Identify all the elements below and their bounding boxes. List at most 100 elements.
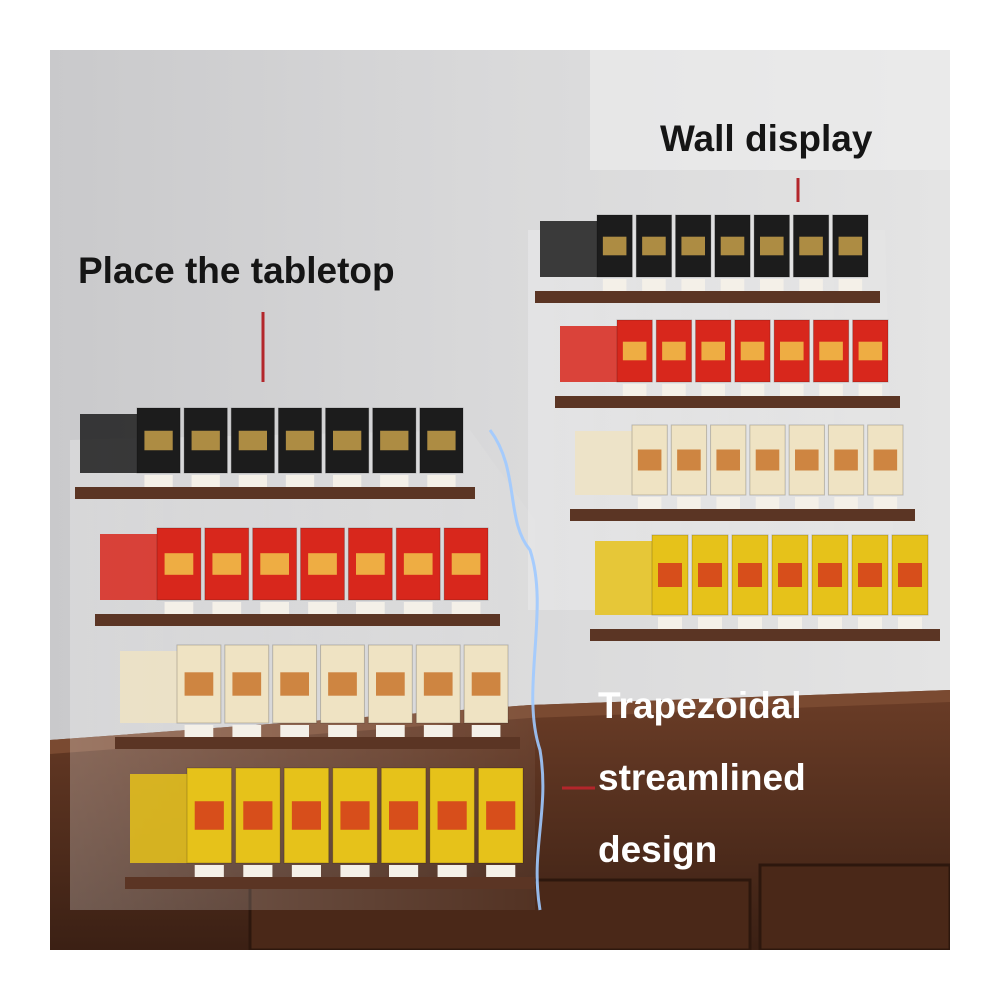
pack-emblem bbox=[427, 430, 456, 451]
price-tag bbox=[427, 475, 456, 487]
pack-emblem bbox=[898, 563, 922, 587]
pack-emblem bbox=[232, 672, 262, 696]
pack-emblem bbox=[698, 563, 722, 587]
pack-emblem bbox=[760, 236, 784, 256]
price-tag bbox=[340, 865, 370, 877]
price-tag bbox=[677, 497, 701, 509]
pack-emblem bbox=[308, 553, 337, 575]
pack-emblem bbox=[184, 672, 214, 696]
cigarette-pack bbox=[320, 644, 365, 724]
shelf-board bbox=[570, 509, 915, 521]
pack-emblem bbox=[818, 563, 842, 587]
price-tag bbox=[681, 279, 705, 291]
pack-emblem bbox=[328, 672, 357, 696]
side-pack-stack bbox=[80, 414, 138, 473]
pack-emblem bbox=[681, 236, 705, 256]
price-tag bbox=[873, 497, 898, 509]
pack-emblem bbox=[164, 553, 194, 575]
table-tier-yellow bbox=[125, 767, 535, 889]
price-tag bbox=[243, 865, 273, 877]
pack-emblem bbox=[716, 449, 740, 471]
price-tag bbox=[238, 475, 267, 487]
pack-emblem bbox=[755, 449, 780, 471]
pack-emblem bbox=[144, 430, 173, 451]
price-tag bbox=[144, 475, 173, 487]
caption-design-line-1: Trapezoidal bbox=[598, 685, 802, 726]
shelf-board bbox=[535, 291, 880, 303]
price-tag bbox=[333, 475, 362, 487]
pack-emblem bbox=[642, 236, 666, 256]
price-tag bbox=[260, 602, 289, 614]
pack-emblem bbox=[380, 430, 409, 451]
wall-tier-red bbox=[555, 319, 900, 408]
price-tag bbox=[423, 725, 453, 737]
price-tag bbox=[858, 617, 882, 629]
shelf-board bbox=[555, 396, 900, 408]
price-tag bbox=[799, 279, 823, 291]
side-pack-stack bbox=[595, 541, 653, 615]
wall-tier-cream bbox=[570, 424, 915, 521]
price-tag bbox=[738, 617, 762, 629]
price-tag bbox=[403, 602, 433, 614]
pack-emblem bbox=[340, 801, 370, 830]
table-tier-black bbox=[75, 407, 475, 499]
side-pack-stack bbox=[130, 774, 188, 863]
price-tag bbox=[356, 602, 385, 614]
price-tag bbox=[602, 279, 627, 291]
price-tag bbox=[637, 497, 662, 509]
pack-emblem bbox=[243, 801, 273, 830]
pack-emblem bbox=[873, 449, 898, 471]
tabletop-display-rack bbox=[70, 407, 545, 911]
pack-emblem bbox=[799, 236, 823, 256]
pack-emblem bbox=[280, 672, 309, 696]
pack-emblem bbox=[740, 341, 765, 361]
price-tag bbox=[819, 384, 843, 396]
pack-emblem bbox=[738, 563, 762, 587]
price-tag bbox=[662, 384, 686, 396]
price-tag bbox=[376, 725, 405, 737]
pack-emblem bbox=[838, 236, 863, 256]
side-pack-stack bbox=[120, 651, 178, 723]
price-tag bbox=[308, 602, 337, 614]
pack-emblem bbox=[662, 341, 686, 361]
pack-emblem bbox=[333, 430, 362, 451]
shelf-board bbox=[115, 737, 520, 749]
price-tag bbox=[437, 865, 467, 877]
price-tag bbox=[622, 384, 647, 396]
pack-emblem bbox=[260, 553, 289, 575]
price-tag bbox=[285, 475, 315, 487]
price-tag bbox=[698, 617, 722, 629]
pack-emblem bbox=[778, 563, 802, 587]
pack-emblem bbox=[212, 553, 242, 575]
pack-emblem bbox=[389, 801, 419, 830]
price-tag bbox=[818, 617, 842, 629]
wall-tier-yellow bbox=[590, 534, 940, 641]
pack-emblem bbox=[858, 341, 883, 361]
pack-emblem bbox=[376, 672, 405, 696]
price-tag bbox=[858, 384, 883, 396]
side-pack-stack bbox=[100, 534, 158, 600]
cigarette-pack bbox=[380, 767, 427, 864]
price-tag bbox=[720, 279, 745, 291]
pack-emblem bbox=[437, 801, 467, 830]
pack-emblem bbox=[291, 801, 321, 830]
pack-emblem bbox=[780, 341, 804, 361]
pack-emblem bbox=[720, 236, 745, 256]
price-tag bbox=[701, 384, 725, 396]
pack-emblem bbox=[637, 449, 662, 471]
cigarette-pack bbox=[136, 407, 181, 474]
pack-emblem bbox=[471, 672, 501, 696]
price-tag bbox=[184, 725, 214, 737]
side-pack-stack bbox=[575, 431, 633, 495]
price-tag bbox=[755, 497, 780, 509]
display-rack-scene bbox=[50, 50, 950, 950]
wall-display-rack bbox=[528, 214, 940, 641]
pack-emblem bbox=[356, 553, 385, 575]
price-tag bbox=[471, 725, 501, 737]
acrylic-edge-glow bbox=[488, 429, 545, 911]
side-pack-stack bbox=[560, 326, 618, 382]
price-tag bbox=[389, 865, 419, 877]
pack-emblem bbox=[701, 341, 725, 361]
shelf-board bbox=[590, 629, 940, 641]
pack-emblem bbox=[795, 449, 819, 471]
